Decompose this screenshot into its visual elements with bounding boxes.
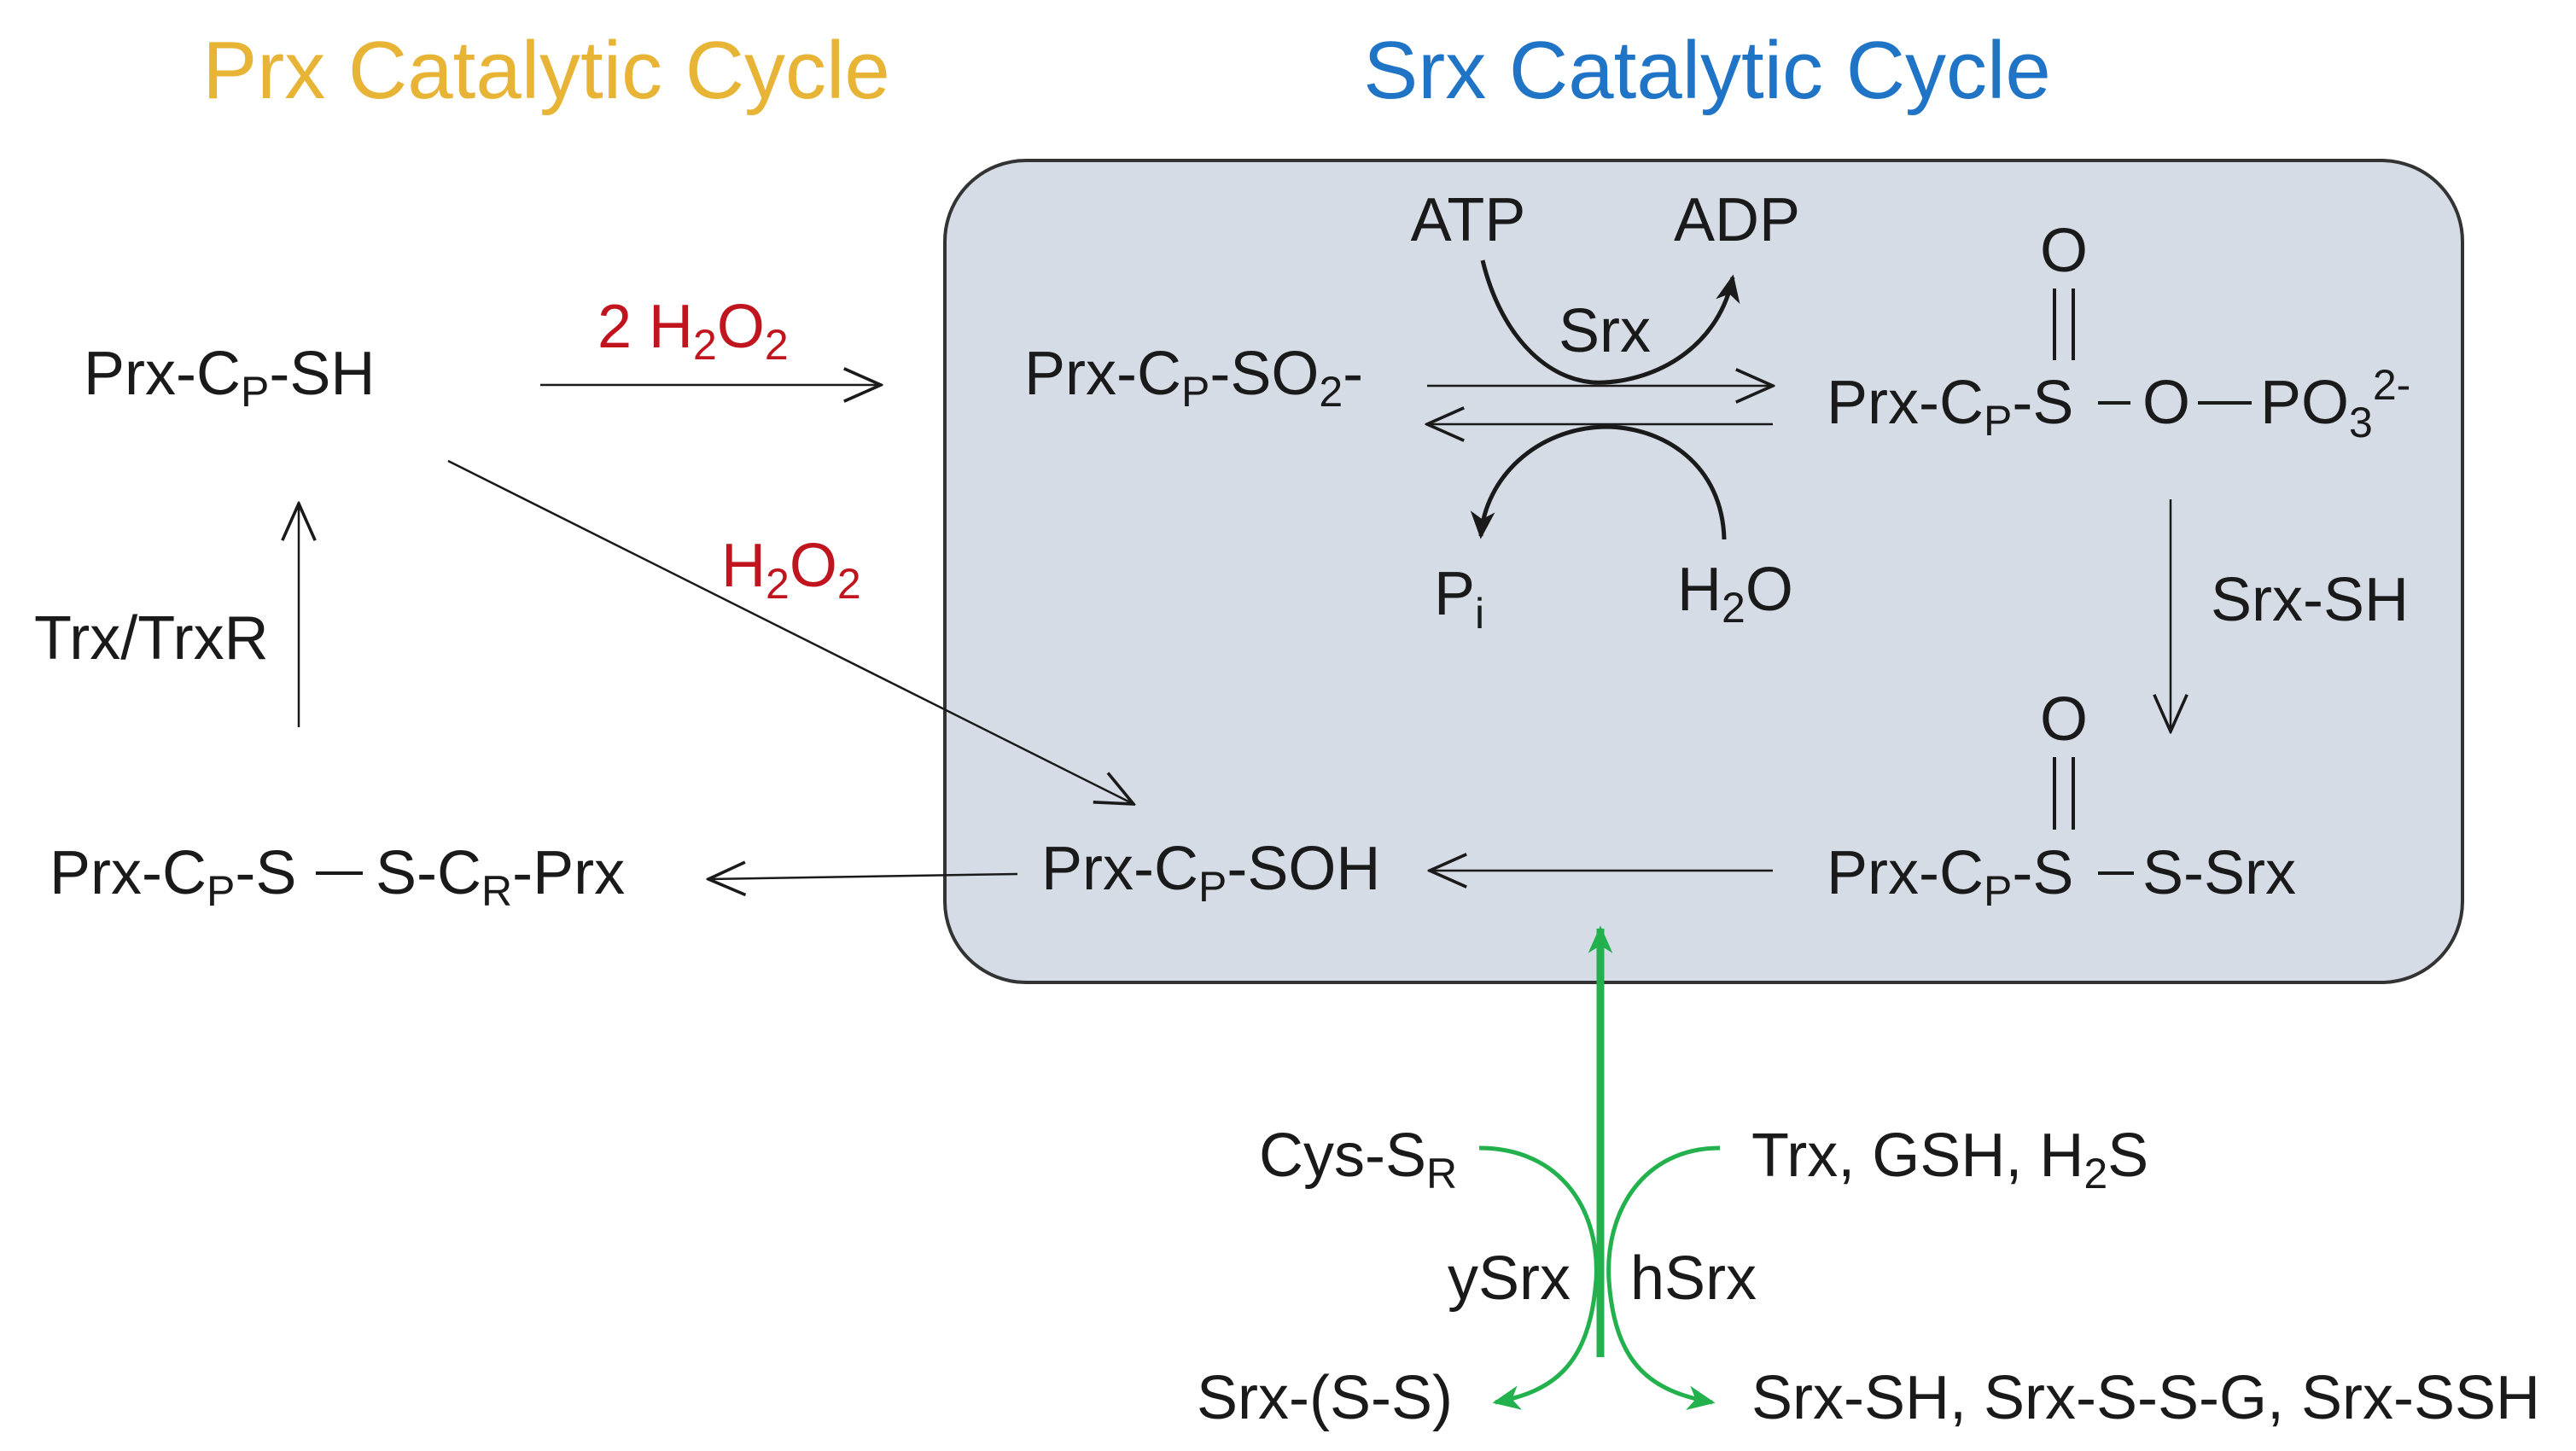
thiosulfinate-oxygen: O [2040, 685, 2088, 754]
arrow-soh-to-disulfide [708, 874, 1018, 879]
h2o2-label: H2O2 [721, 532, 861, 608]
green-ysrx-curve [1478, 1145, 1599, 1410]
trx-gsh-h2s-label: Trx, GSH, H2S [1751, 1122, 2148, 1198]
atp-to-adp-curve [1480, 259, 1740, 385]
arrow-sh-to-soh [447, 459, 1134, 804]
bridge-oxygen: O [2142, 369, 2190, 437]
atp-label: ATP [1411, 186, 1526, 254]
prx-thiosulfinate: Prx-CP-S O S-Srx [1827, 685, 2296, 915]
prx-disulfide: Prx-CP-S S-CR-Prx [50, 839, 625, 915]
srx-products-label: Srx-SH, Srx-S-S-G, Srx-SSH [1751, 1364, 2540, 1432]
svg-text:Prx-CP-S: Prx-CP-S [50, 839, 296, 915]
srx-cycle-box [943, 159, 2464, 984]
prx-cp-so2: Prx-CP-SO2- [1024, 340, 1363, 416]
two-h2o2-label: 2 H2O2 [597, 293, 789, 369]
srx-sh-label: Srx-SH [2211, 566, 2409, 634]
srx-ss-label: Srx-(S-S) [1197, 1364, 1453, 1432]
sulfinyl-oxygen: O [2040, 217, 2088, 285]
prx-cp-soh: Prx-CP-SOH [1041, 835, 1380, 911]
ysrx-label: ySrx [1448, 1244, 1571, 1313]
trx-trxr-label: Trx/TrxR [34, 604, 269, 673]
pi-label: Pi [1434, 560, 1484, 638]
svg-text:S-Srx: S-Srx [2142, 839, 2296, 907]
svg-text:Prx-CP-S: Prx-CP-S [1827, 839, 2073, 915]
hsrx-label: hSrx [1630, 1244, 1757, 1313]
adp-label: ADP [1674, 186, 1800, 254]
srx-cycle-header: Srx Catalytic Cycle [1363, 25, 2051, 116]
svg-text:PO32-: PO32- [2260, 361, 2410, 446]
h2o-label: H2O [1677, 556, 1793, 632]
cys-sr-label: Cys-SR [1259, 1122, 1457, 1198]
svg-text:S-CR-Prx: S-CR-Prx [376, 839, 625, 915]
prx-cycle-header: Prx Catalytic Cycle [202, 25, 890, 116]
green-hsrx-curve [1606, 1145, 1721, 1410]
srx-enzyme-label: Srx [1559, 297, 1651, 365]
prx-cp-sh: Prx-CP-SH [84, 340, 375, 416]
h2o-to-pi-curve [1470, 424, 1727, 540]
svg-text:Prx-CP-S: Prx-CP-S [1827, 369, 2073, 445]
prx-sulfinyl-phosphate: Prx-CP-S O O PO32- [1827, 217, 2410, 446]
